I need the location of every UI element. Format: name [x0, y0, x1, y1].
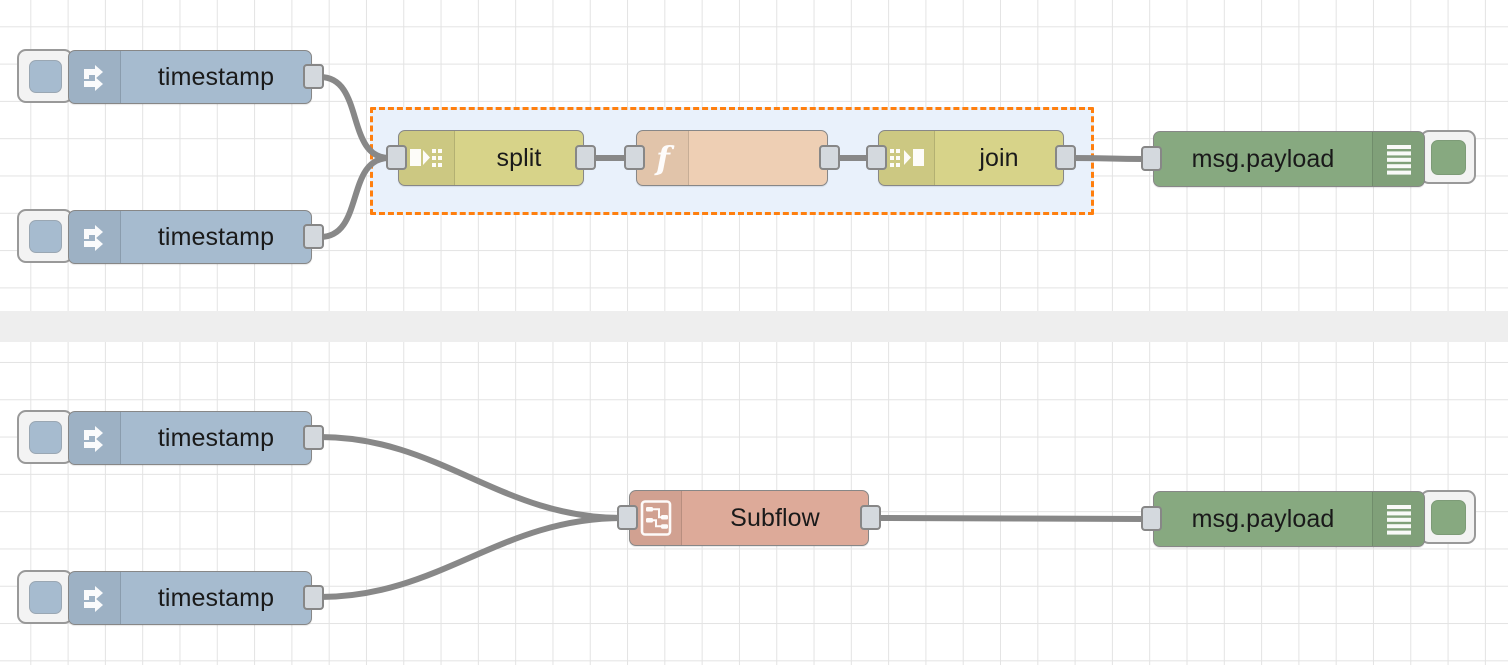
output-port[interactable]	[860, 505, 881, 530]
split-icon	[409, 149, 442, 167]
node-inject-timestamp[interactable]: timestamp	[68, 411, 312, 465]
inject-trigger-knob	[28, 420, 62, 454]
node-icon-cell: f	[637, 131, 689, 185]
output-port[interactable]	[303, 64, 324, 89]
inject-trigger-knob	[28, 580, 62, 614]
input-port[interactable]	[617, 505, 638, 530]
inject-trigger-button[interactable]	[17, 49, 73, 103]
node-icon-cell	[630, 491, 682, 545]
wire-inject-4-to-subflow-1[interactable]	[317, 515, 625, 600]
node-inject-timestamp[interactable]: timestamp	[68, 571, 312, 625]
svg-text:f: f	[654, 139, 675, 177]
arrow-right-inject-icon	[83, 426, 103, 452]
function-f-icon: f	[654, 139, 675, 177]
wire-subflow-1-to-debug-2[interactable]	[874, 515, 1149, 522]
output-port[interactable]	[575, 145, 596, 170]
inject-trigger-knob	[28, 219, 62, 253]
node-function[interactable]: f	[636, 130, 828, 186]
node-split-split[interactable]: split	[398, 130, 584, 186]
inject-trigger-button[interactable]	[17, 570, 73, 624]
output-port[interactable]	[303, 425, 324, 450]
node-icon-cell	[1372, 132, 1424, 186]
join-icon	[889, 149, 924, 167]
node-label: msg.payload	[1191, 504, 1335, 533]
node-icon-cell	[399, 131, 455, 185]
node-debug-msg-payload[interactable]: msg.payload	[1153, 491, 1425, 547]
node-label: timestamp	[157, 423, 275, 452]
arrow-right-inject-icon	[83, 586, 103, 612]
output-port[interactable]	[819, 145, 840, 170]
debug-toggle-button[interactable]	[1420, 490, 1476, 544]
output-port[interactable]	[1055, 145, 1076, 170]
node-inject-timestamp[interactable]: timestamp	[68, 210, 312, 264]
subflow-icon	[640, 500, 671, 536]
debug-lines-icon	[1386, 505, 1411, 535]
input-port[interactable]	[1141, 506, 1162, 531]
node-icon-cell	[69, 412, 121, 464]
input-port[interactable]	[386, 145, 407, 170]
node-label: join	[979, 143, 1019, 172]
debug-toggle-button[interactable]	[1420, 130, 1476, 184]
wire-inject-3-to-subflow-1[interactable]	[317, 434, 625, 521]
node-icon-cell	[69, 211, 121, 263]
node-icon-cell	[69, 51, 121, 103]
flow-tab-divider	[0, 311, 1508, 342]
inject-trigger-button[interactable]	[17, 410, 73, 464]
node-icon-cell	[1372, 492, 1424, 546]
node-label: msg.payload	[1191, 144, 1335, 173]
node-icon-cell	[879, 131, 935, 185]
node-label: split	[496, 143, 542, 172]
arrow-right-inject-icon	[83, 225, 103, 251]
debug-lines-icon	[1386, 145, 1411, 175]
node-icon-cell	[69, 572, 121, 624]
node-subflow-subflow[interactable]: Subflow	[629, 490, 869, 546]
input-port[interactable]	[624, 145, 645, 170]
inject-trigger-button[interactable]	[17, 209, 73, 263]
arrow-right-inject-icon	[83, 65, 103, 91]
input-port[interactable]	[1141, 146, 1162, 171]
node-debug-msg-payload[interactable]: msg.payload	[1153, 131, 1425, 187]
node-label: timestamp	[157, 583, 275, 612]
node-label: timestamp	[157, 62, 275, 91]
debug-toggle-knob	[1430, 499, 1466, 535]
debug-toggle-knob	[1430, 139, 1466, 175]
node-inject-timestamp[interactable]: timestamp	[68, 50, 312, 104]
output-port[interactable]	[303, 224, 324, 249]
node-join-join[interactable]: join	[878, 130, 1064, 186]
output-port[interactable]	[303, 585, 324, 610]
input-port[interactable]	[866, 145, 887, 170]
node-label: timestamp	[157, 222, 275, 251]
inject-trigger-knob	[28, 59, 62, 93]
node-label: Subflow	[730, 503, 820, 532]
